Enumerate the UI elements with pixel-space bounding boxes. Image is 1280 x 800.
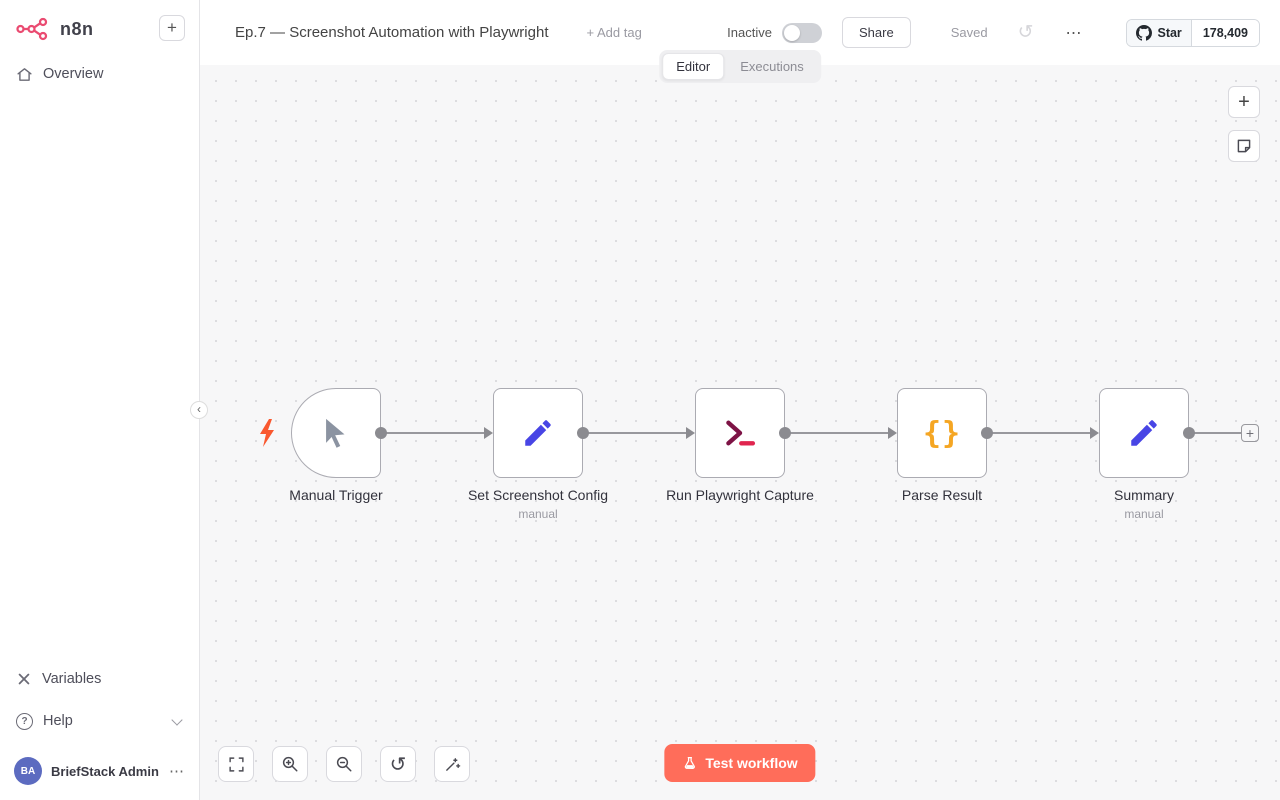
zoom-out-button[interactable] [326, 746, 362, 782]
github-star-label: Star [1157, 25, 1182, 40]
variables-icon [18, 673, 30, 685]
history-icon: ↺ [1017, 22, 1034, 43]
sidebar-footer: Variables ? Help BA BriefStack Admin ⋯ [0, 658, 199, 800]
connection-line [1189, 432, 1241, 434]
node-box[interactable] [493, 388, 583, 478]
tab-executions[interactable]: Executions [740, 59, 804, 74]
fit-view-button[interactable] [218, 746, 254, 782]
curly-braces-icon: {} [922, 415, 962, 451]
sidebar-item-variables[interactable]: Variables [0, 658, 199, 700]
editor-tabs: Editor Executions [659, 50, 821, 83]
add-tag-button[interactable]: + Add tag [586, 25, 642, 40]
node-label: Run Playwright Capture [666, 487, 814, 503]
fit-view-icon [228, 756, 244, 772]
toggle-knob [783, 24, 800, 41]
workflow-title[interactable]: Ep.7 — Screenshot Automation with Playwr… [235, 24, 549, 41]
user-menu[interactable]: BA BriefStack Admin ⋯ [0, 742, 199, 800]
output-connector-dot[interactable] [981, 427, 993, 439]
node-box[interactable] [291, 388, 381, 478]
output-connector-dot[interactable] [1183, 427, 1195, 439]
logo-row: n8n + [0, 0, 199, 56]
node-parse-result[interactable]: {} Parse Result [897, 388, 987, 503]
home-icon [17, 67, 32, 81]
node-label: Summary [1114, 487, 1174, 503]
magic-wand-icon [445, 757, 460, 771]
connection-line [987, 432, 1090, 434]
node-label: Set Screenshot Config [467, 487, 609, 503]
connection-line [381, 432, 484, 434]
node-subtitle: manual [1124, 507, 1164, 521]
active-toggle[interactable] [781, 22, 822, 43]
github-icon [1136, 24, 1153, 41]
n8n-logo-icon [16, 17, 48, 41]
connection-line [583, 432, 686, 434]
canvas-controls: ↺ [218, 746, 470, 782]
append-node-button[interactable]: + [1241, 424, 1259, 442]
node-set-screenshot-config[interactable]: Set Screenshot Config manual [468, 388, 608, 521]
sidebar: n8n + Overview Variables ? Help BA Brief [0, 0, 200, 800]
sidebar-item-label: Variables [42, 671, 102, 687]
node-run-playwright-capture[interactable]: Run Playwright Capture [666, 388, 814, 503]
node-summary[interactable]: Summary manual [1099, 388, 1189, 521]
github-star-count[interactable]: 178,409 [1190, 19, 1259, 46]
zoom-in-icon [282, 756, 298, 772]
share-button[interactable]: Share [841, 17, 911, 48]
sidebar-item-help[interactable]: ? Help [0, 700, 199, 742]
terminal-icon [726, 420, 756, 446]
sidebar-item-label: Overview [43, 66, 104, 82]
sidebar-item-overview[interactable]: Overview [0, 56, 199, 92]
more-options-icon[interactable]: ⋯ [1065, 24, 1083, 42]
avatar: BA [14, 757, 42, 785]
reset-zoom-button[interactable]: ↺ [380, 746, 416, 782]
help-icon: ? [16, 712, 33, 730]
sticky-note-icon [1237, 139, 1251, 153]
active-status-label: Inactive [727, 25, 772, 40]
workflow-canvas[interactable]: + + Manual Trigger [200, 65, 1280, 800]
github-star-widget[interactable]: Star 178,409 [1126, 18, 1260, 47]
add-node-button[interactable]: + [1228, 86, 1260, 118]
user-name: BriefStack Admin [51, 763, 159, 779]
output-connector-dot[interactable] [779, 427, 791, 439]
output-connector-dot[interactable] [375, 427, 387, 439]
zoom-out-icon [336, 756, 352, 772]
sidebar-item-label: Help [43, 713, 73, 729]
tidy-up-button[interactable] [434, 746, 470, 782]
saved-status: Saved [950, 25, 988, 40]
test-workflow-button[interactable]: Test workflow [664, 744, 816, 782]
node-label: Manual Trigger [289, 487, 383, 503]
pencil-icon [525, 420, 551, 446]
connection-line [785, 432, 888, 434]
sidebar-collapse-button[interactable]: ‹ [190, 401, 208, 419]
github-star-button[interactable]: Star [1127, 19, 1191, 46]
create-workflow-button[interactable]: + [159, 15, 185, 41]
zoom-in-button[interactable] [272, 746, 308, 782]
node-box[interactable] [695, 388, 785, 478]
logo-text: n8n [60, 18, 94, 39]
user-more-icon[interactable]: ⋯ [169, 763, 185, 780]
node-manual-trigger[interactable]: Manual Trigger [289, 388, 383, 503]
tab-editor[interactable]: Editor [662, 53, 725, 80]
input-connector-arrow [686, 427, 695, 439]
trigger-bolt-icon [260, 419, 274, 447]
cursor-icon [326, 418, 345, 448]
output-connector-dot[interactable] [577, 427, 589, 439]
flask-icon [684, 756, 695, 769]
add-sticky-note-button[interactable] [1228, 130, 1260, 162]
node-subtitle: manual [518, 507, 558, 521]
input-connector-arrow [888, 427, 897, 439]
input-connector-arrow [484, 427, 493, 439]
node-box[interactable] [1099, 388, 1189, 478]
node-label: Parse Result [901, 487, 983, 503]
pencil-icon [1131, 420, 1157, 446]
input-connector-arrow [1090, 427, 1099, 439]
chevron-down-icon [171, 713, 183, 726]
node-box[interactable]: {} [897, 388, 987, 478]
test-workflow-label: Test workflow [705, 755, 798, 771]
